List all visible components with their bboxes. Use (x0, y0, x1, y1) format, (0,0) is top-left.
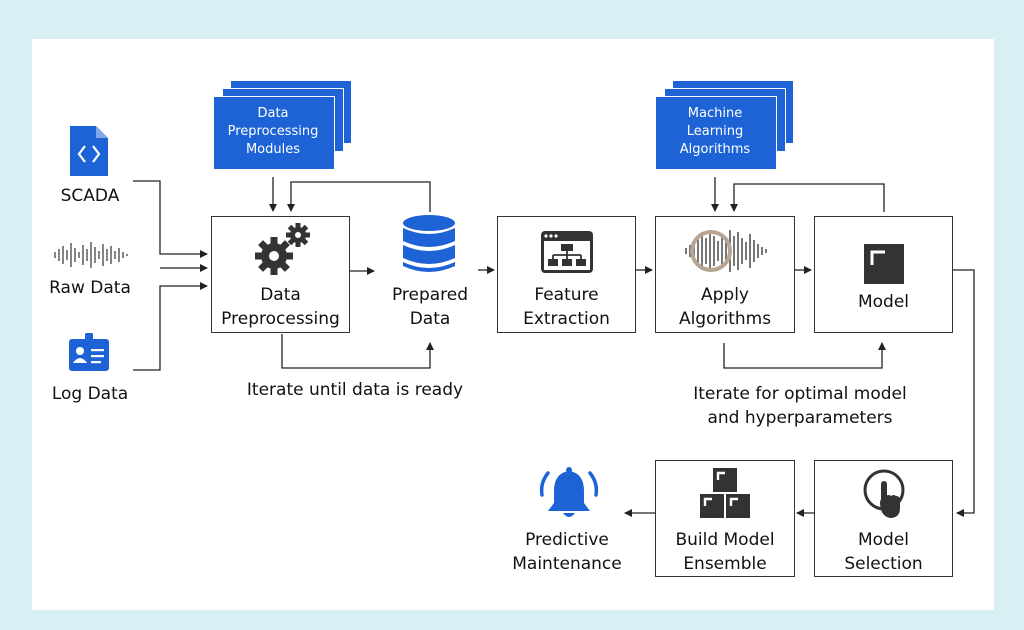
apply-algorithms-label: Apply Algorithms (678, 285, 772, 329)
id-card-icon (69, 333, 109, 371)
data-preprocessing-box (211, 216, 350, 333)
input-label-log-data: Log Data (51, 384, 129, 404)
input-label-raw-data: Raw Data (49, 278, 131, 298)
build-model-ensemble-label: Build Model Ensemble (675, 530, 775, 574)
code-file-icon (70, 126, 108, 176)
model-label: Model (857, 292, 910, 312)
iterate-data-annotation: Iterate until data is ready (246, 380, 464, 400)
hierarchy-window-icon (541, 231, 593, 273)
iterate-model-annotation: Iterate for optimal model and hyperparam… (693, 384, 907, 428)
stacked-cubes-icon (700, 468, 750, 518)
model-cube-icon (864, 244, 904, 284)
alarm-bell-icon (539, 467, 599, 517)
ml-algorithms-label: Machine Learning Algorithms (679, 106, 751, 157)
gears-icon (255, 223, 310, 275)
sound-wave-icon (54, 242, 128, 268)
feature-extraction-label: Feature Extraction (523, 285, 610, 329)
preprocessing-modules-label: Data Preprocessing Modules (227, 106, 319, 157)
model-selection-label: Model Selection (844, 530, 923, 574)
predictive-maintenance-label: Predictive Maintenance (512, 530, 622, 574)
database-icon (403, 215, 455, 272)
data-preprocessing-label: Data Preprocessing (221, 285, 340, 329)
model-selection-box (814, 460, 953, 577)
waveform-magnifier-icon (685, 230, 767, 272)
input-label-scada: SCADA (60, 186, 120, 206)
prepared-data-label: Prepared Data (391, 285, 469, 329)
touch-select-icon (863, 469, 905, 518)
